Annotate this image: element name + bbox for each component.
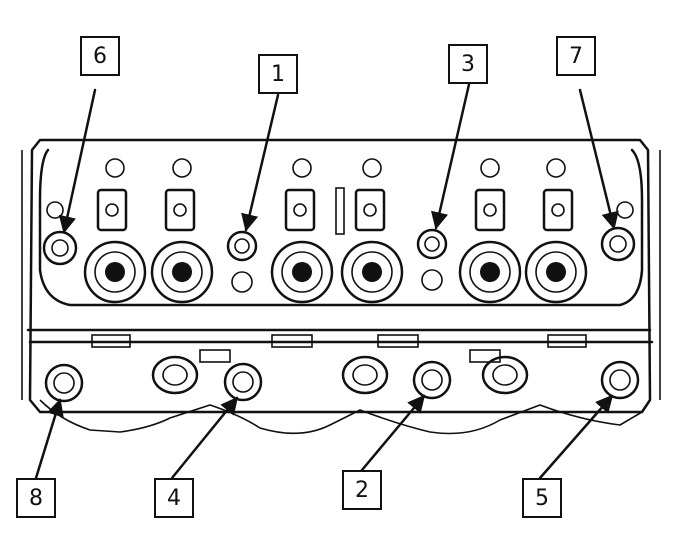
callout-7: 7 (556, 36, 596, 76)
callout-5: 5 (522, 478, 562, 518)
callout-3: 3 (448, 44, 488, 84)
rocker-pedestals (96, 187, 574, 235)
upper-holes (46, 158, 634, 219)
callout-4: 4 (154, 478, 194, 518)
callout-1: 1 (258, 54, 298, 94)
leader-arrows (34, 78, 619, 480)
valve-springs (83, 240, 588, 304)
callout-2: 2 (342, 470, 382, 510)
callout-6: 6 (80, 36, 120, 76)
spark-plug-bosses (151, 355, 529, 395)
callout-8: 8 (16, 478, 56, 518)
head-outline (21, 138, 661, 435)
lower-head-bolts (44, 360, 640, 403)
